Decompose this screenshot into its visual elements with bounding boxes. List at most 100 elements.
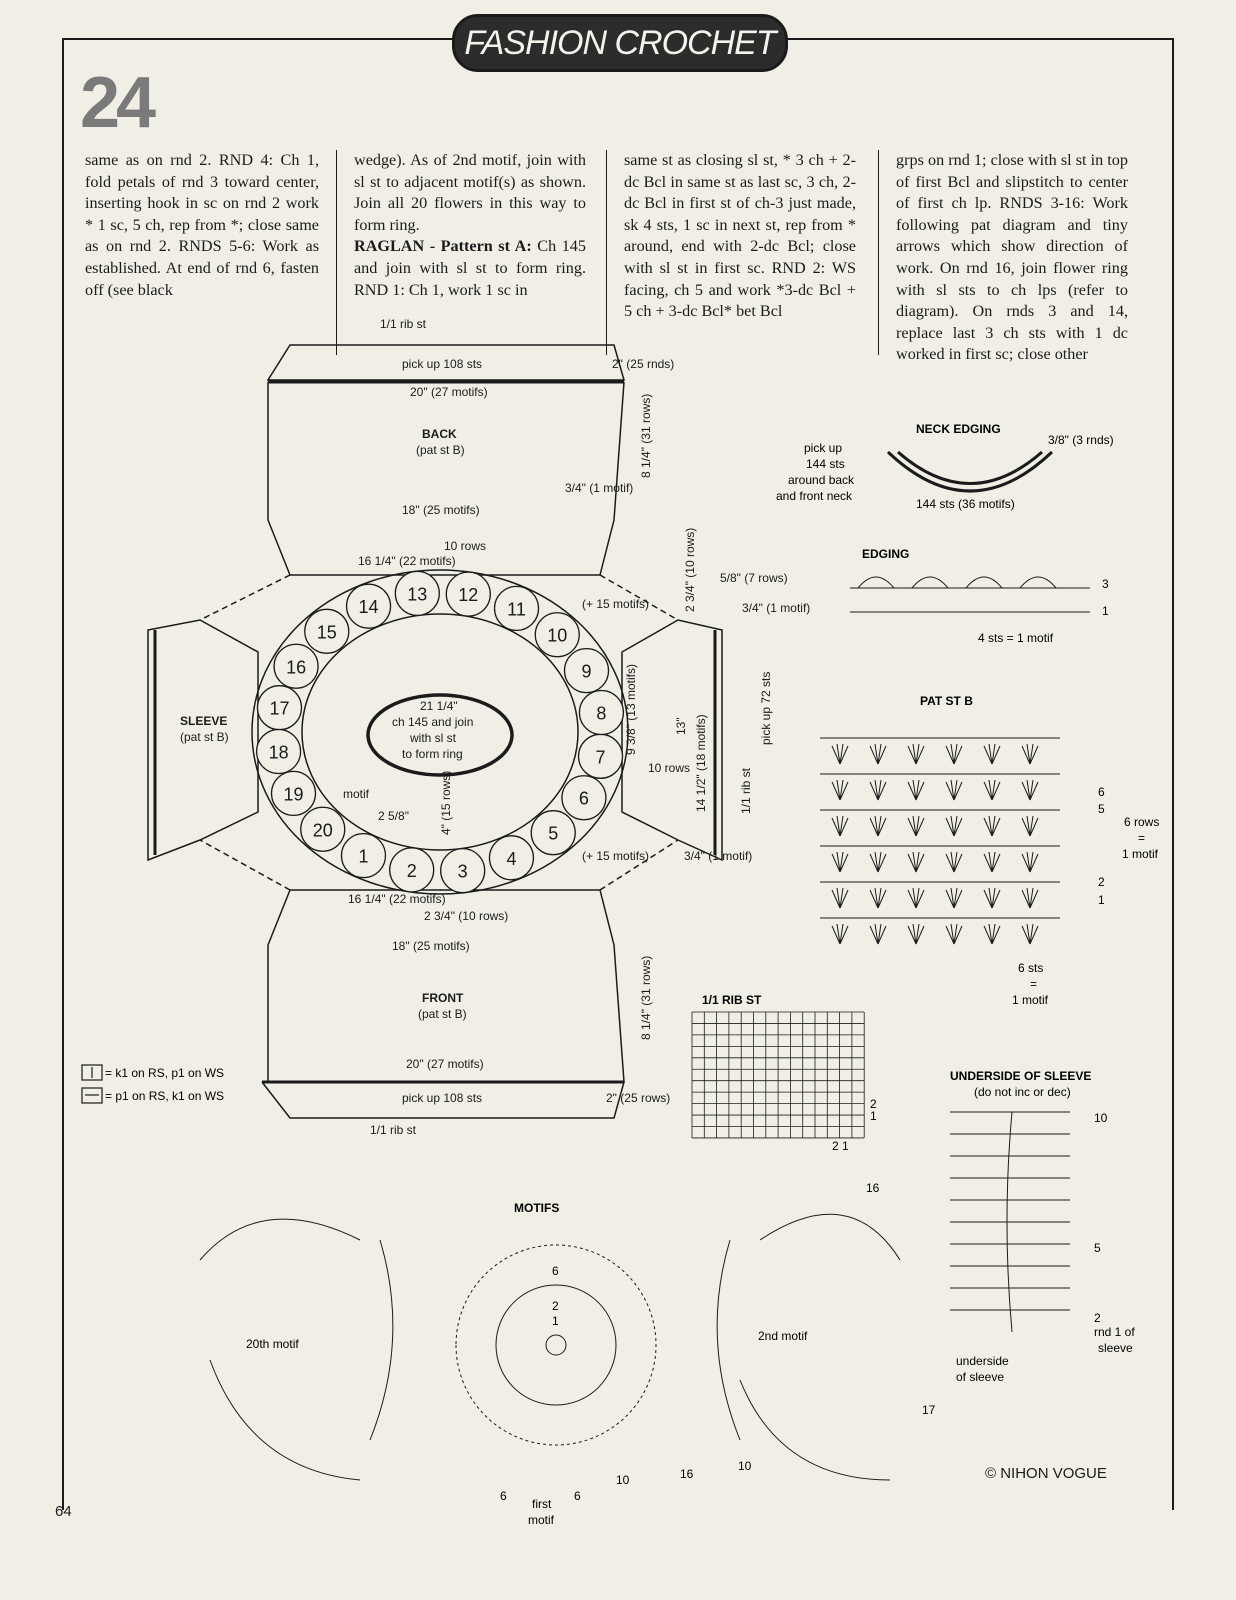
text-column-2a: wedge). As of 2nd motif, join with sl st… [354,151,586,234]
ring-motif-number: 1 [358,847,368,867]
svg-text:6 rows: 6 rows [1124,815,1159,829]
ring-motif-number: 6 [579,789,589,809]
ring-motif-number: 12 [458,585,478,605]
ring-motif [493,585,540,632]
ring-motif-number: 3 [458,862,468,882]
svg-text:17: 17 [922,1403,936,1417]
svg-text:2nd motif: 2nd motif [758,1329,808,1343]
ring-motif [530,810,576,856]
pattern-number: 24 [80,63,156,143]
svg-text:around back: around back [788,473,855,487]
svg-text:1: 1 [1102,604,1109,618]
svg-text:(pat st B): (pat st B) [416,443,465,457]
svg-text:3/8" (3 rnds): 3/8" (3 rnds) [1048,433,1114,447]
svg-text:(+ 15 motifs): (+ 15 motifs) [582,849,649,863]
svg-text:underside: underside [956,1354,1009,1368]
ring-motif-number: 17 [269,699,289,719]
svg-text:2 3/4" (10 rows): 2 3/4" (10 rows) [424,909,508,923]
svg-text:21 1/4": 21 1/4" [420,699,458,713]
svg-text:2: 2 [870,1097,877,1111]
svg-text:4 sts = 1 motif: 4 sts = 1 motif [978,631,1054,645]
text-column-2: wedge). As of 2nd motif, join with sl st… [354,150,586,301]
svg-text:3/4" (1 motif): 3/4" (1 motif) [684,849,752,863]
svg-text:5: 5 [1094,1241,1101,1255]
svg-text:10 rows: 10 rows [444,539,486,553]
svg-text:2" (25 rnds): 2" (25 rnds) [612,357,674,371]
svg-text:1/1 rib st: 1/1 rib st [739,767,753,814]
ring-motif [270,770,317,817]
svg-text:8 1/4" (31 rows): 8 1/4" (31 rows) [639,956,653,1040]
svg-text:motif: motif [343,787,370,801]
text-column-2b: Ch 145 and join with sl st to form ring.… [354,237,586,299]
svg-text:=: = [1030,977,1037,991]
ring-motif-number: 10 [547,626,567,646]
svg-text:20" (27 motifs): 20" (27 motifs) [410,385,488,399]
ring-motif-number: 4 [506,849,516,869]
svg-text:10 rows: 10 rows [648,761,690,775]
svg-text:5: 5 [1098,802,1105,816]
ring-motif [534,612,580,658]
svg-text:16: 16 [866,1181,880,1195]
svg-text:2 1: 2 1 [832,1139,849,1153]
svg-text:13": 13" [674,717,688,735]
svg-text:of sleeve: of sleeve [956,1370,1004,1384]
svg-text:10: 10 [1094,1111,1108,1125]
svg-text:4" (15 rows): 4" (15 rows) [439,771,453,835]
ring-motif-number: 20 [313,820,333,840]
ring-motif [394,570,440,617]
ring-motif-number: 14 [359,597,379,617]
svg-text:144 sts (36 motifs): 144 sts (36 motifs) [916,497,1015,511]
svg-text:FRONT: FRONT [422,991,464,1005]
svg-text:with sl st: with sl st [409,731,457,745]
svg-text:(pat st B): (pat st B) [418,1007,467,1021]
svg-text:2: 2 [1098,875,1105,889]
ring-motif-number: 18 [269,742,289,762]
svg-text:=: = [1138,831,1145,845]
ring-motif [563,647,610,694]
ring-motif [340,832,387,879]
svg-text:BACK: BACK [422,427,457,441]
ring-motif [389,847,435,893]
ring-motif-number: 15 [317,622,337,642]
svg-text:6: 6 [500,1489,507,1503]
ring-motif [273,643,319,689]
svg-text:16: 16 [680,1467,694,1481]
svg-text:pick up 108 sts: pick up 108 sts [402,1091,482,1105]
svg-text:3: 3 [1102,577,1109,591]
text-column-4: grps on rnd 1; close with sl st in top o… [896,151,1128,364]
svg-text:sleeve: sleeve [1098,1341,1133,1355]
svg-text:(pat st B): (pat st B) [180,730,229,744]
section-banner: FASHION CROCHET [452,14,788,72]
svg-text:UNDERSIDE OF SLEEVE: UNDERSIDE OF SLEEVE [950,1069,1091,1083]
svg-text:2 3/4" (10 rows): 2 3/4" (10 rows) [683,528,697,612]
ring-motif-number: 11 [507,599,526,619]
svg-text:1 motif: 1 motif [1012,993,1049,1007]
ring-motif [440,847,486,894]
svg-text:2: 2 [1094,1311,1101,1325]
svg-text:18" (25 motifs): 18" (25 motifs) [392,939,470,953]
ring-motif [345,583,392,629]
svg-text:1/1 rib st: 1/1 rib st [380,317,427,331]
svg-text:5/8" (7 rows): 5/8" (7 rows) [720,571,788,585]
svg-text:first: first [532,1497,552,1511]
svg-text:10: 10 [738,1459,752,1473]
svg-text:1/1 rib st: 1/1 rib st [370,1123,417,1137]
svg-text:MOTIFS: MOTIFS [514,1201,559,1215]
ring-motif [445,571,491,617]
svg-text:ch 145 and join: ch 145 and join [392,715,473,729]
copyright: © NIHON VOGUE [985,1465,1107,1482]
text-column-3: same st as closing sl st, * 3 ch + 2-dc … [624,151,856,321]
ring-motif [488,835,535,881]
svg-text:1: 1 [1098,893,1105,907]
svg-text:8 1/4" (31 rows): 8 1/4" (31 rows) [639,394,653,478]
svg-text:16 1/4" (22 motifs): 16 1/4" (22 motifs) [358,554,456,568]
svg-text:pick up 108 sts: pick up 108 sts [402,357,482,371]
svg-text:PAT ST B: PAT ST B [920,694,973,708]
svg-text:1: 1 [870,1109,877,1123]
svg-text:1: 1 [552,1314,559,1328]
ring-motif [561,775,607,821]
svg-text:EDGING: EDGING [862,547,909,561]
svg-text:9 3/8" (13 motifs): 9 3/8" (13 motifs) [624,664,638,755]
svg-text:144 sts: 144 sts [806,457,845,471]
